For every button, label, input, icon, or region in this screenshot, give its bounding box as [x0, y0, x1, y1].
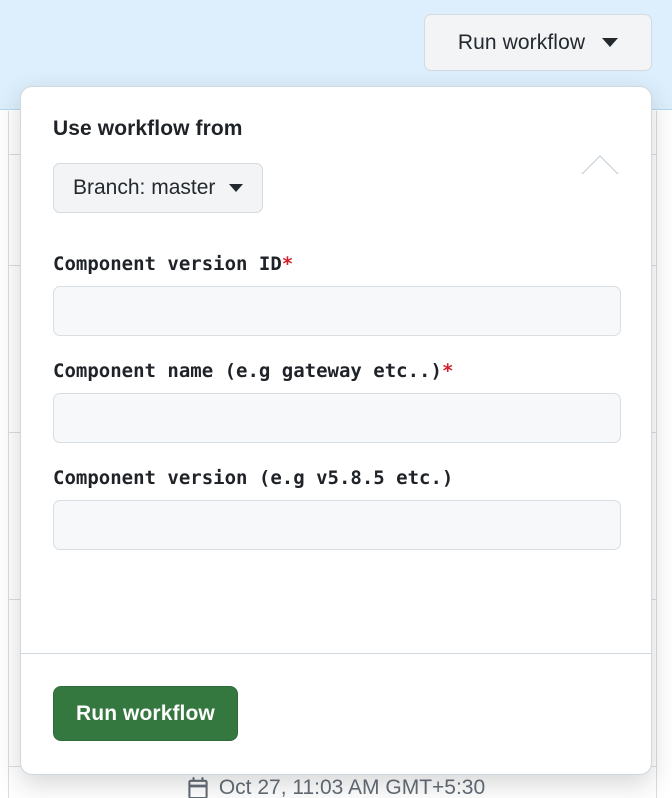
run-workflow-form: Use workflow from Branch: master Compone… [21, 87, 651, 653]
field-label-component-version: Component version (e.g v5.8.5 etc.) [53, 467, 619, 489]
field-component-version-id: Component version ID* [53, 253, 621, 336]
run-workflow-popover: Use workflow from Branch: master Compone… [20, 86, 652, 775]
run-timestamp-text: Oct 27, 11:03 AM GMT+5:30 [218, 777, 486, 798]
required-asterisk: * [281, 253, 294, 275]
field-label-text: Component version (e.g v5.8.5 etc.) [53, 467, 454, 489]
chevron-down-icon [602, 38, 619, 47]
field-component-name: Component name (e.g gateway etc..)* [53, 360, 621, 443]
chevron-down-icon [229, 184, 244, 192]
popover-arrow [582, 157, 618, 175]
field-label-text: Component name (e.g gateway etc..) [53, 360, 442, 382]
list-right-rail [656, 111, 672, 798]
list-left-rail [0, 111, 9, 798]
run-timestamp: Oct 27, 11:03 AM GMT+5:30 [0, 777, 672, 798]
component-version-id-input[interactable] [53, 286, 621, 336]
branch-select-label: Branch: master [73, 176, 216, 199]
field-label-component-name: Component name (e.g gateway etc..)* [53, 360, 619, 382]
use-workflow-from-heading: Use workflow from [53, 117, 243, 140]
run-workflow-dropdown-label: Run workflow [457, 30, 586, 54]
component-version-input[interactable] [53, 500, 621, 550]
run-workflow-dropdown-button[interactable]: Run workflow [424, 14, 652, 71]
branch-select-button[interactable]: Branch: master [53, 163, 264, 213]
component-name-input[interactable] [53, 393, 621, 443]
field-component-version: Component version (e.g v5.8.5 etc.) [53, 467, 621, 550]
run-workflow-submit-button[interactable]: Run workflow [53, 686, 238, 741]
field-label-text: Component version ID [53, 253, 282, 275]
field-label-component-version-id: Component version ID* [53, 253, 619, 275]
required-asterisk: * [441, 360, 454, 382]
calendar-icon [188, 777, 208, 798]
run-workflow-footer: Run workflow [21, 653, 651, 774]
